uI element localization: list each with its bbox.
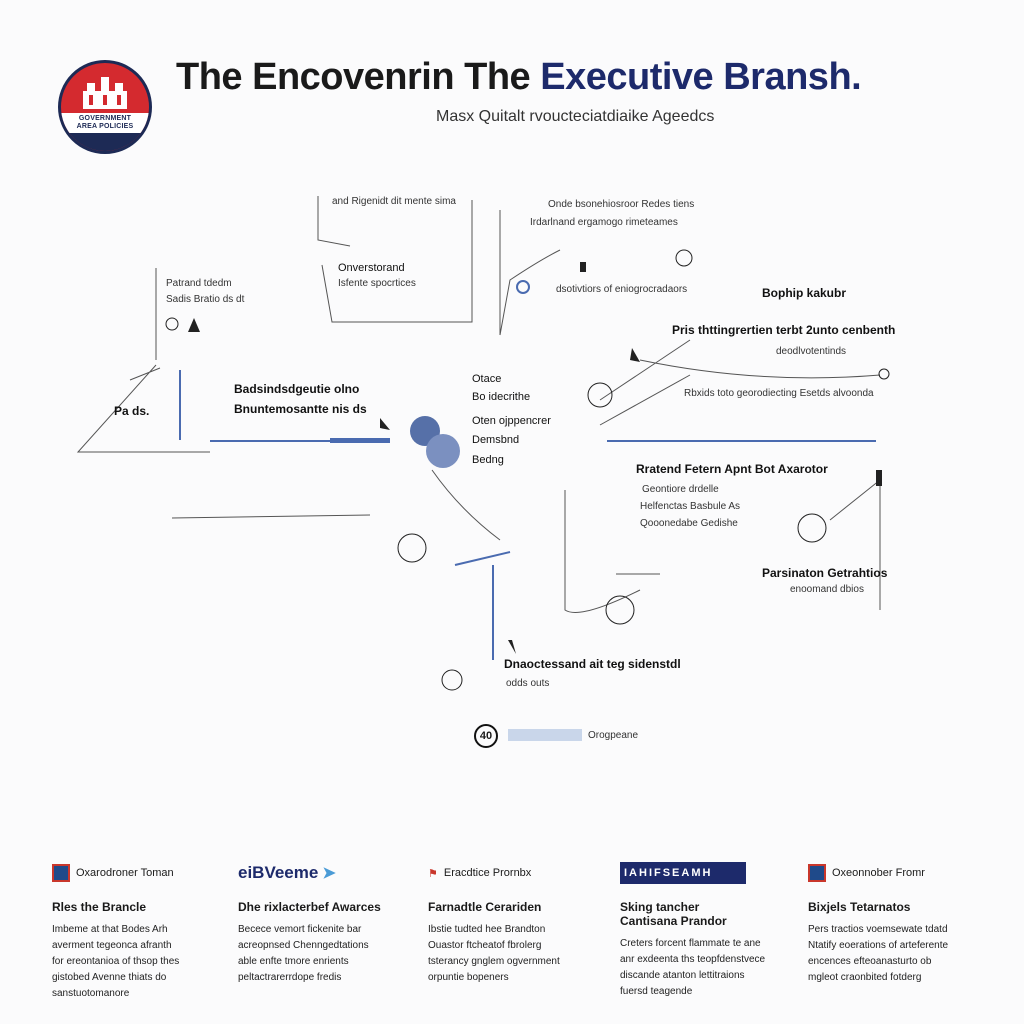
node-label: Patrand tdedm [166,278,232,289]
column-header: eiBVeeme➤ [238,863,336,882]
node-label: Oten ojppencrer [472,415,551,427]
column-body: Imbeme at that Bodes Arh averment tegeon… [52,924,180,999]
node-label: Pa ds. [114,404,150,418]
person-icon [165,317,179,331]
page-title: The Encovenrin The Executive Bransh. [176,56,862,99]
node-label: Bo idecrithe [472,391,531,403]
node-label: Rbxids toto georodiecting Esetds alvoond… [684,388,874,399]
connector-line [317,196,351,247]
column-body: Creters forcent flammate te ane anr exde… [620,938,766,997]
highlight-bar [330,438,390,443]
node-label: Parsinaton Getrahtios [762,566,888,580]
node-label: deodlvotentinds [776,346,847,357]
column-heading: Bixjels Tetarnatos [808,900,911,914]
connector-line [829,479,881,521]
flag-icon [876,470,882,486]
flag-icon: ⚑ [428,867,438,880]
legend-badge: 40 [474,724,498,748]
node-label: Rratend Fetern Apnt Bot Axarotor [636,462,828,476]
column-heading: Sking tancher Cantisana Prandor [620,900,727,928]
column-heading: Rles the Brancle [52,900,147,914]
connector-line [76,364,210,453]
node-label: enoomand dbios [790,584,864,595]
page-subtitle: Masx Quitalt rvoucteciatdiaike Ageedcs [436,108,715,125]
node-label: Pris thttingrertien terbt 2unto cenbenth [672,323,896,337]
location-icon [675,249,693,267]
node-label: Irdarlnand ergamogo rimeteames [530,217,678,228]
gear-icon [878,368,890,380]
column-body: Becece vemort fickenite bar acreopnsed C… [238,924,369,983]
brand-square-icon [808,864,826,882]
connector-line [599,374,691,426]
node-label: Bophip kakubr [762,286,847,300]
title-part-2: Executive Bransh. [540,56,862,98]
column-body: Ibstie tudted hee Brandton Ouastor ftche… [428,924,560,983]
connector-line [639,359,881,379]
column-body: Pers tractios voemsewate tdatd Ntatify e… [808,924,949,983]
arrow-icon [630,348,640,362]
warning-icon [188,318,200,332]
circle-node [516,280,530,294]
node-label: Otace [472,373,502,385]
brand-square-icon [52,864,70,882]
connector-line [599,339,691,401]
bird-icon: ➤ [322,865,336,882]
node-label: Helfenctas Basbule As [640,501,741,512]
column-header: IAHIFSEAMH [620,862,746,884]
legend-label: Orogpeane [588,730,639,741]
marker-icon [580,262,586,272]
node-label: dsotivtiors of eniogrocradaors [556,284,688,295]
footer-column: ⚑Eracdtice Prornbx Farnadtle Cerariden I… [428,862,598,986]
cluster-icon [797,513,827,543]
hub-node-secondary [426,434,460,468]
connector-line [499,249,561,336]
connector-line [321,200,473,323]
footer-column: IAHIFSEAMH Sking tancher Cantisana Prand… [620,862,790,1000]
column-heading: Farnadtle Cerariden [428,900,542,914]
node-label: and Rigenidt dit mente sima [332,196,456,207]
connector-line [171,514,371,519]
connector-line [564,490,641,613]
seal-logo: GOVERNMENT AREA POLICIES [58,60,152,154]
column-header: Oxeonnober Fromr [808,862,978,884]
column-heading: Dhe rixlacterbef Awarces [238,900,381,914]
node-label: Qooonedabe Gedishe [640,518,738,529]
node-label: Onverstorand [338,262,405,274]
title-part-1: The Encovenrin The [176,56,541,98]
node-label: odds outs [506,678,550,689]
node-label: Badsindsdgeutie olno [234,382,360,396]
footer-column: eiBVeeme➤ Dhe rixlacterbef Awarces Becec… [238,862,408,986]
node-label: Sadis Bratio ds dt [166,294,245,305]
footer-column: Oxarodroner Toman Rles the Brancle Imbem… [52,862,222,1002]
arrow-icon [508,640,516,654]
node-label: Isfente spocrtices [338,278,416,289]
seal-text: GOVERNMENT AREA POLICIES [76,115,134,130]
arrow-icon [380,418,390,430]
column-header: ⚑Eracdtice Prornbx [428,867,532,880]
node-label: Geontiore drdelle [642,484,719,495]
flow-line [454,551,511,566]
cluster-icon [397,533,427,563]
column-header: Oxarodroner Toman [52,862,222,884]
device-icon [441,669,463,691]
footer-column: Oxeonnober Fromr Bixjels Tetarnatos Pers… [808,862,978,986]
legend-bar [508,729,582,741]
cluster-icon [587,382,613,408]
node-label: Onde bsonehiosroor Redes tiens [548,199,695,210]
node-label: Bnuntemosantte nis ds [234,402,367,416]
node-label: Bedng [472,454,504,466]
connector-line [431,469,501,541]
node-label: Demsbnd [472,434,520,446]
building-icon [83,77,127,109]
cluster-icon [605,595,635,625]
node-label: Dnaoctessand ait teg sidenstdl [504,657,681,671]
